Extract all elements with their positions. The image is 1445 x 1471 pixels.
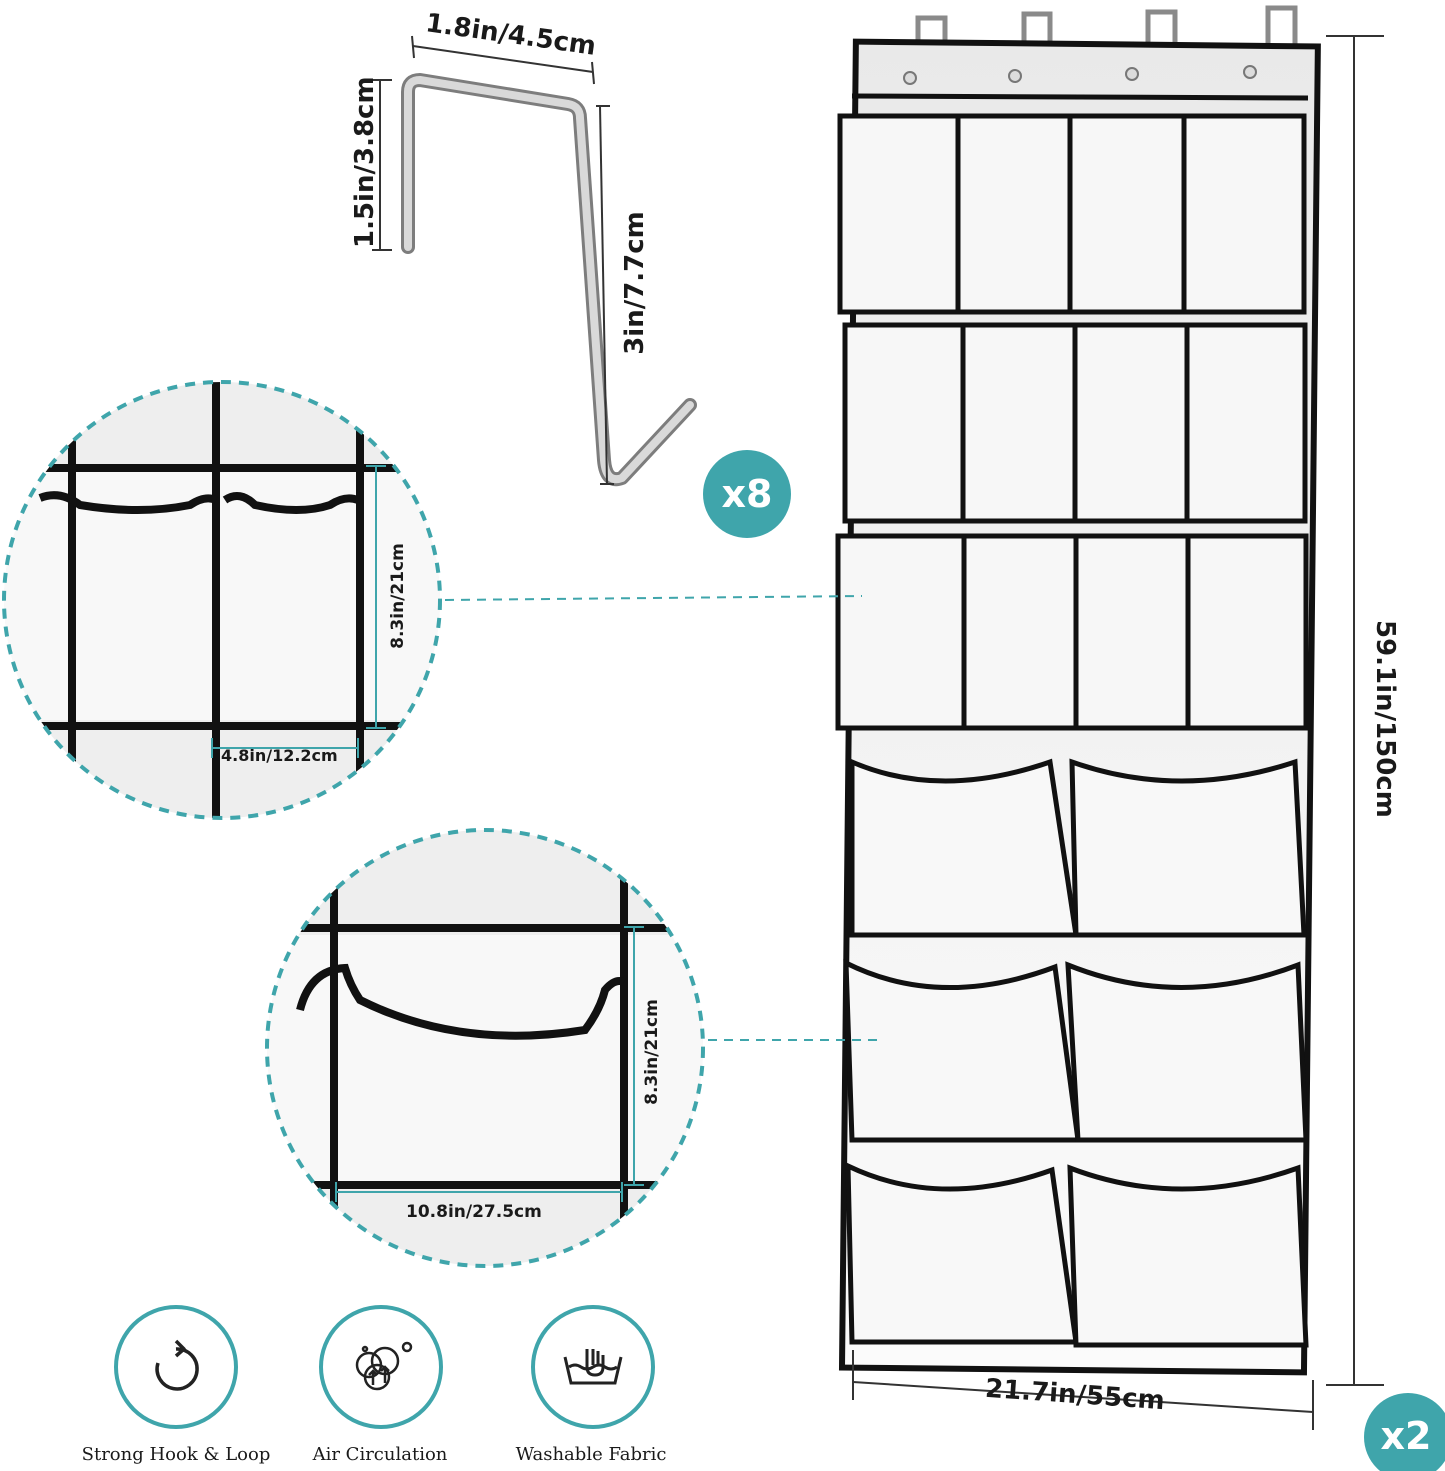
organizer-height-label: 59.1in/150cm [1370, 620, 1400, 818]
feature-air-circulation-label: Air Circulation [312, 1444, 448, 1465]
feature-strong-hook-label: Strong Hook & Loop [81, 1444, 271, 1465]
hand-wash-icon [563, 1349, 623, 1385]
door-hook [401, 73, 697, 487]
large-pocket-height-label: 8.3in/21cm [642, 999, 662, 1105]
hook-height-label: 3in/7.7cm [620, 211, 650, 355]
hook-depth-label: 1.5in/3.8cm [350, 76, 380, 248]
small-pocket-width-label: 4.8in/12.2cm [221, 746, 338, 765]
air-circulation-icon [355, 1341, 413, 1391]
feature-air-circulation [319, 1305, 443, 1429]
feature-washable-fabric-label: Washable Fabric [515, 1444, 667, 1465]
small-pocket-height-label: 8.3in/21cm [388, 543, 408, 649]
feature-washable-fabric [531, 1305, 655, 1429]
rotate-arrow-icon [155, 1339, 199, 1391]
quantity-badge-organizers [1364, 1393, 1445, 1471]
large-pockets [843, 758, 1309, 1348]
large-pocket-zoom [265, 828, 878, 1268]
hook-quantity-label: x8 [721, 472, 773, 516]
organizer-dimension-lines [852, 35, 1384, 1430]
organizer-quantity-label: x2 [1380, 1414, 1432, 1458]
quantity-badge-hooks [703, 450, 791, 538]
large-pocket-width-label: 10.8in/27.5cm [406, 1202, 542, 1222]
small-pockets [835, 113, 1309, 731]
shoe-organizer [835, 5, 1321, 1376]
hook-dimension-lines [372, 35, 614, 485]
feature-strong-hook [114, 1305, 238, 1429]
small-pocket-zoom [2, 380, 863, 820]
